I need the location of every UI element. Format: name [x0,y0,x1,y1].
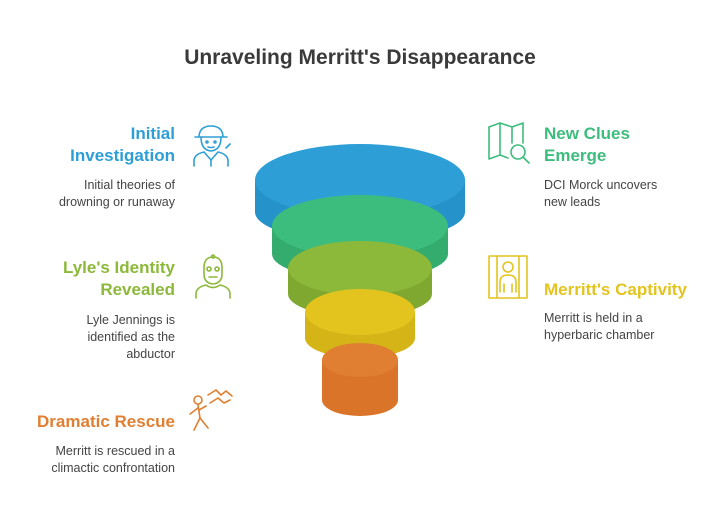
step-1-heading: Initial Investigation [70,124,175,165]
step-5-heading: Dramatic Rescue [37,412,175,431]
step-4-heading: Merritt's Captivity [544,280,687,299]
step-3-heading: Lyle's Identity Revealed [62,258,175,299]
step-5-description: Merritt is rescued in a climactic confro… [51,444,175,475]
funnel-layer-5 [322,343,398,416]
rescue-icon [189,389,233,431]
funnel-layer-4 [305,289,415,358]
detective-icon [193,125,231,167]
step-2-heading: New Clues Emerge [544,124,630,165]
masked-person-icon [195,254,231,299]
step-2-description: DCI Morck uncovers new leads [544,178,658,209]
step-4-description: Merritt is held in a hyperbaric chamber [544,311,655,342]
step-1-description: Initial theories of drowning or runaway [58,178,175,209]
prisoner-icon [488,255,528,299]
map-search-icon [488,122,530,164]
step-3-description: Lyle Jennings is identified as the abduc… [86,313,175,361]
page-title: Unraveling Merritt's Disappearance [184,46,536,69]
